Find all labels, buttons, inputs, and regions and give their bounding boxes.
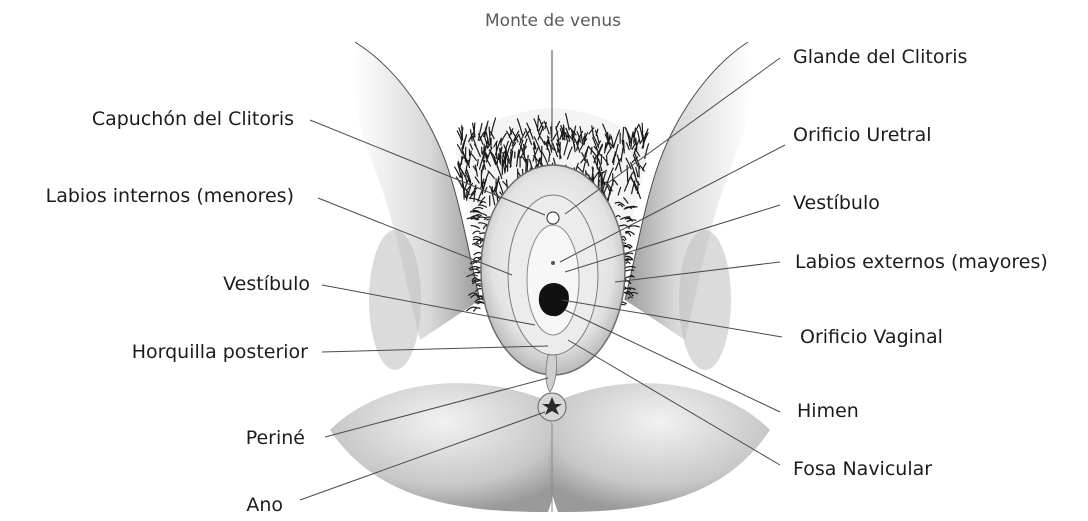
label-orificio-vaginal: Orificio Vaginal [800, 326, 943, 348]
label-vestibulo-right: Vestíbulo [793, 192, 880, 214]
label-glande-del-clitoris: Glande del Clitoris [793, 46, 967, 68]
label-himen: Himen [797, 400, 859, 422]
label-perine: Periné [246, 427, 305, 449]
label-monte-de-venus: Monte de venus [485, 11, 621, 31]
label-labios-externos: Labios externos (mayores) [795, 251, 1048, 273]
label-vestibulo-left: Vestíbulo [223, 273, 310, 295]
label-horquilla-posterior: Horquilla posterior [132, 341, 308, 363]
label-capuchon-del-clitoris: Capuchón del Clitoris [92, 108, 294, 130]
thigh-left [352, 42, 480, 370]
label-orificio-uretral: Orificio Uretral [793, 124, 932, 146]
label-fosa-navicular: Fosa Navicular [793, 458, 932, 480]
vulva [481, 165, 625, 375]
label-labios-internos: Labios internos (menores) [46, 185, 294, 207]
label-ano: Ano [246, 494, 283, 516]
